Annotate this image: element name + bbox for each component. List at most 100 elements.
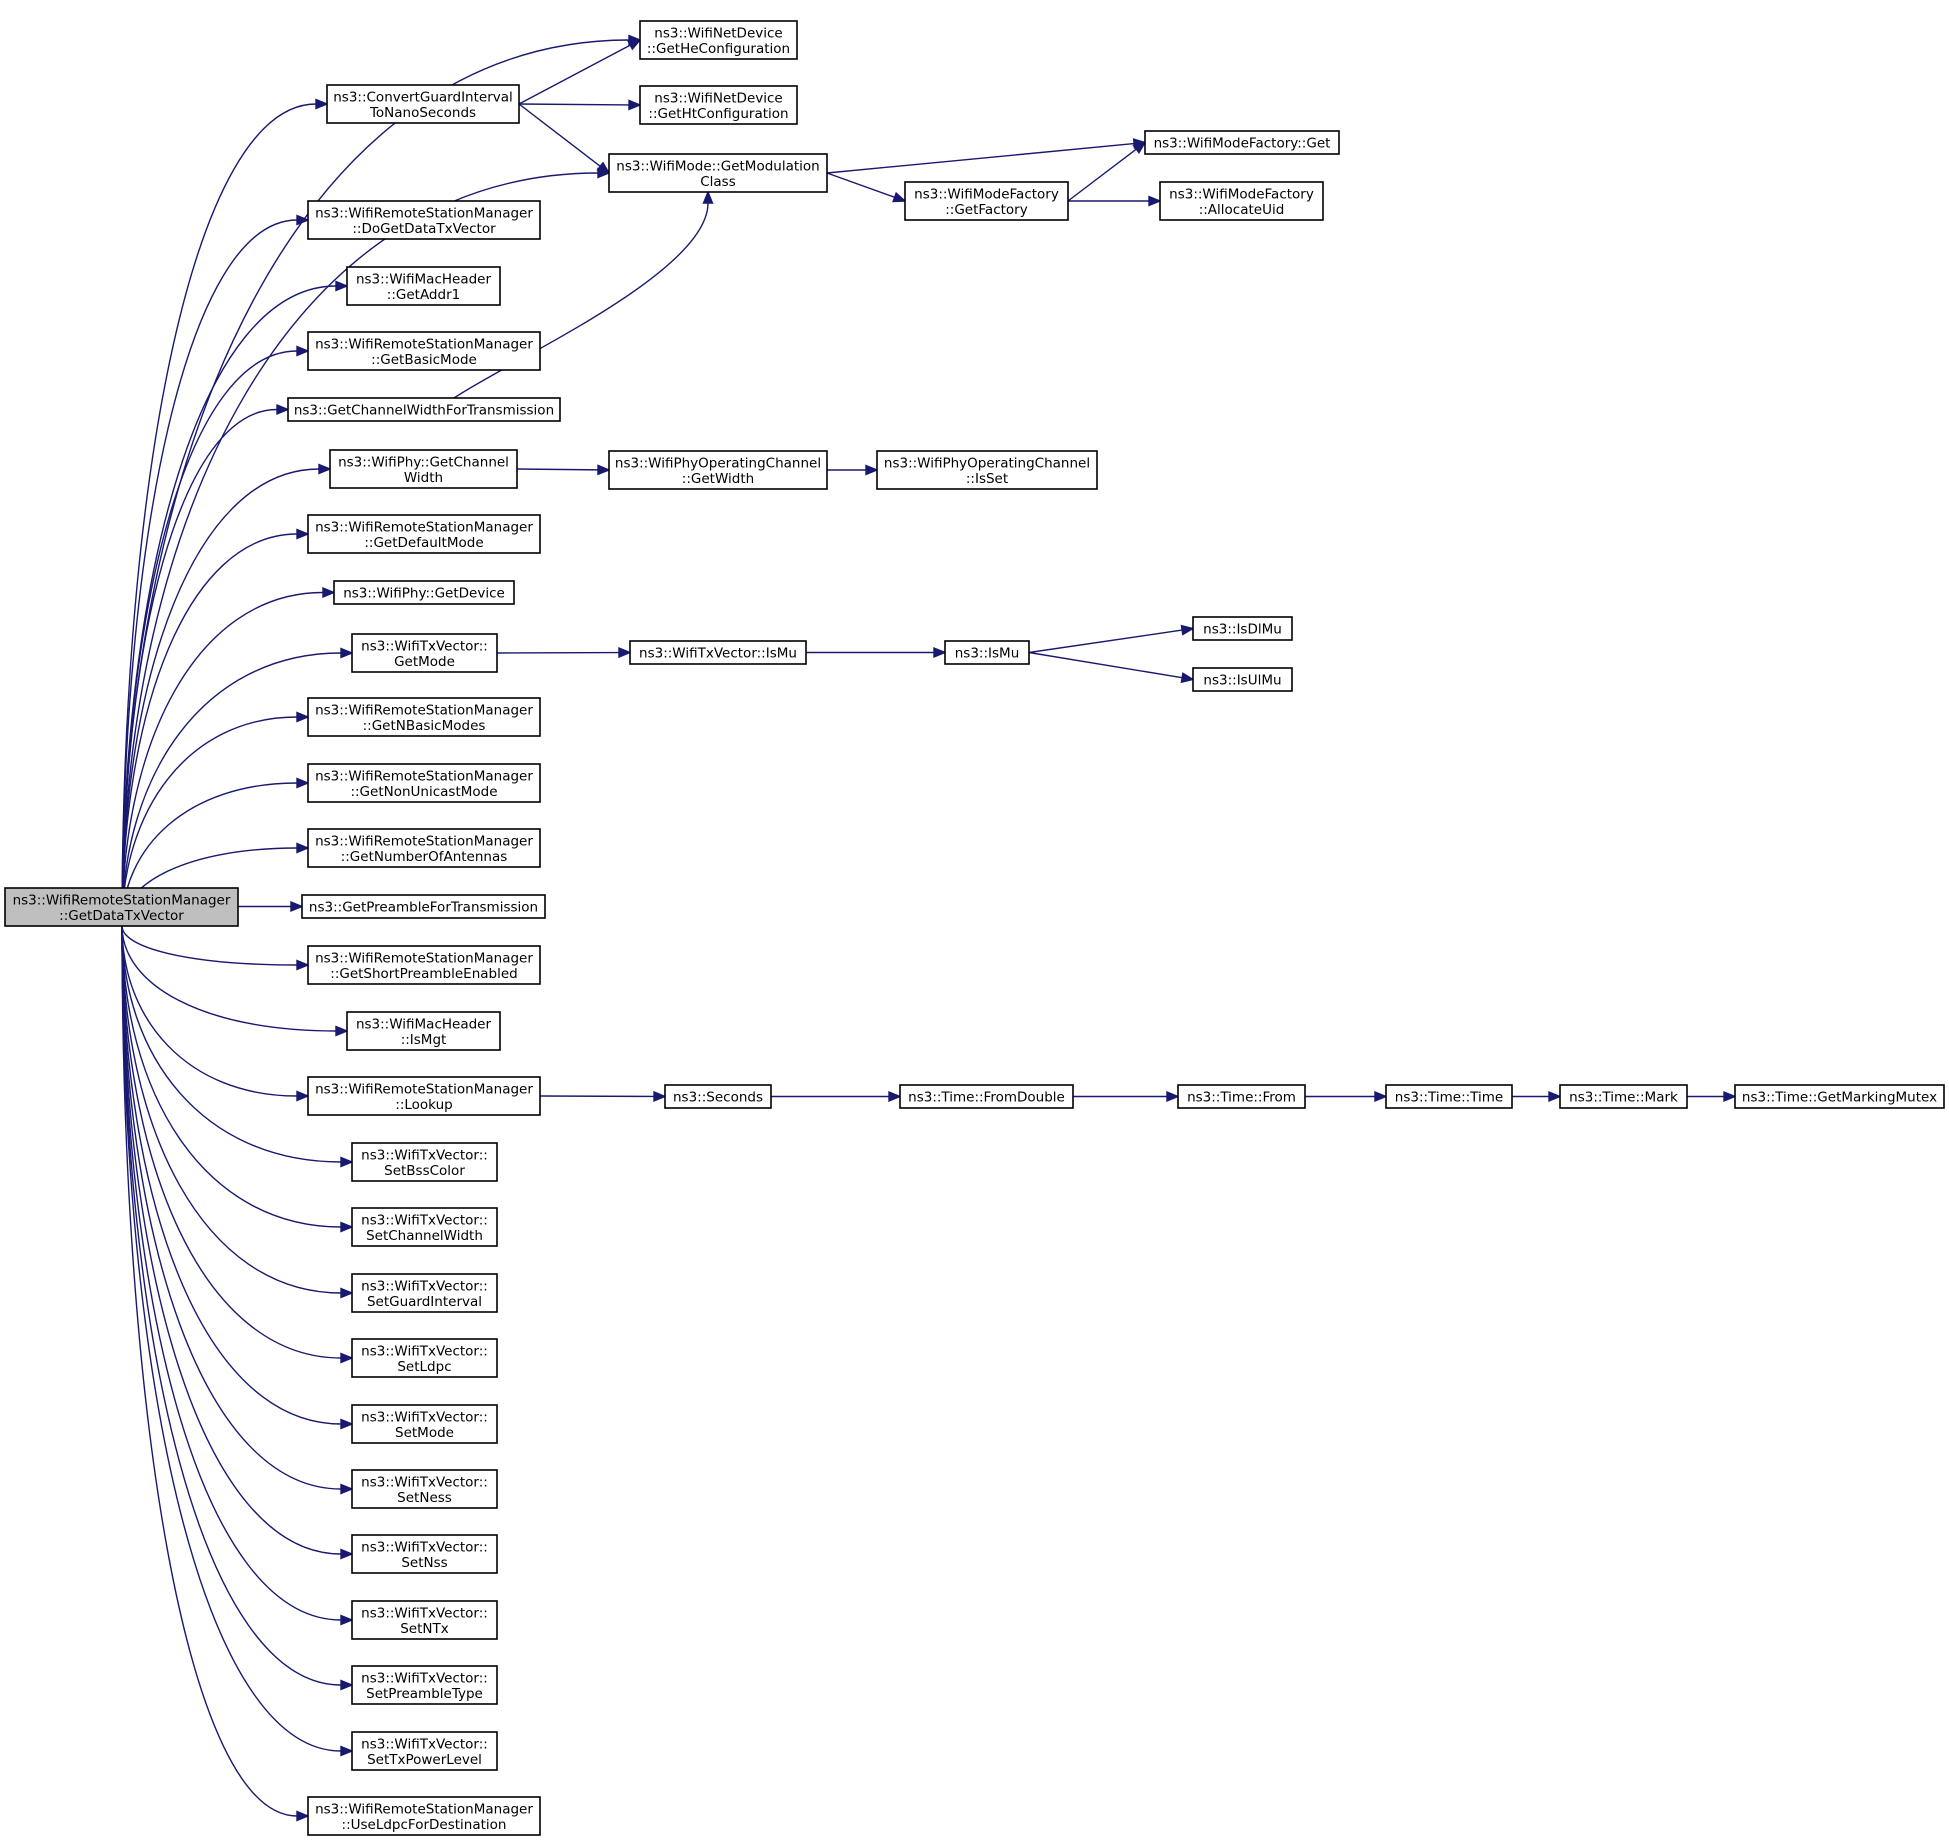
node-do-get-data-tx-vector[interactable]: ns3::WifiRemoteStationManager::DoGetData… [307,200,541,240]
node-is-ul-mu[interactable]: ns3::IsUlMu [1192,667,1293,692]
node-label: ns3::WifiModeFactory::Get [1154,136,1331,152]
node-box [351,1600,498,1640]
node-set-guard-interval[interactable]: ns3::WifiTxVector::SetGuardInterval [351,1273,498,1313]
node-op-ch-is-set[interactable]: ns3::WifiPhyOperatingChannel::IsSet [876,450,1098,490]
node-time-mark[interactable]: ns3::Time::Mark [1559,1084,1688,1109]
node-label: ns3::WifiRemoteStationManager [315,336,533,352]
node-box [326,84,520,124]
node-label: ::GetBasicMode [371,352,477,368]
node-box [307,945,541,985]
node-get-he-configuration[interactable]: ns3::WifiNetDevice::GetHeConfiguration [639,20,798,60]
node-box [351,1207,498,1247]
node-get-marking-mutex[interactable]: ns3::Time::GetMarkingMutex [1734,1084,1945,1109]
node-label: ::DoGetDataTxVector [352,221,496,237]
node-box [1177,1084,1306,1109]
node-get-nbasic-modes[interactable]: ns3::WifiRemoteStationManager::GetNBasic… [307,697,541,737]
node-label: ns3::WifiRemoteStationManager [315,950,533,966]
node-lookup[interactable]: ns3::WifiRemoteStationManager::Lookup [307,1076,541,1116]
node-box [307,1796,541,1836]
node-get-factory[interactable]: ns3::WifiModeFactory::GetFactory [904,181,1069,221]
node-label: SetBssColor [384,1163,465,1179]
edge-root-to-set-bss-color [121,925,354,1168]
node-set-tx-power-level[interactable]: ns3::WifiTxVector::SetTxPowerLevel [351,1731,498,1771]
node-get-ht-configuration[interactable]: ns3::WifiNetDevice::GetHtConfiguration [639,85,798,125]
node-label: ns3::WifiRemoteStationManager [315,768,533,784]
node-box [639,20,798,60]
node-label: ns3::Time::GetMarkingMutex [1742,1090,1937,1106]
node-from-double[interactable]: ns3::Time::FromDouble [899,1084,1074,1109]
node-is-mu[interactable]: ns3::IsMu [944,640,1030,665]
node-time-from[interactable]: ns3::Time::From [1177,1084,1306,1109]
edge-root-to-set-ntx [121,925,354,1626]
edge-root-to-phy-get-device [121,586,336,927]
node-set-ness[interactable]: ns3::WifiTxVector::SetNess [351,1469,498,1509]
node-set-mode[interactable]: ns3::WifiTxVector::SetMode [351,1404,498,1444]
node-box [351,1338,498,1378]
edge-root-to-do-get-data-tx-vector [121,214,310,927]
node-set-channel-width[interactable]: ns3::WifiTxVector::SetChannelWidth [351,1207,498,1247]
edge-get-modulation-class-to-factory-get [826,138,1147,174]
node-set-bss-color[interactable]: ns3::WifiTxVector::SetBssColor [351,1142,498,1182]
edge-root-to-set-ldpc [121,925,354,1364]
edge-root-to-is-mgt [121,925,349,1037]
edge-root-to-get-default-mode [121,528,310,927]
node-use-ldpc-for-destination[interactable]: ns3::WifiRemoteStationManager::UseLdpcFo… [307,1796,541,1836]
node-label: ns3::WifiRemoteStationManager [315,1801,533,1817]
edge-lookup-to-seconds [539,1090,667,1102]
node-box [307,331,541,371]
node-box [346,1011,501,1051]
node-set-preamble-type[interactable]: ns3::WifiTxVector::SetPreambleType [351,1665,498,1705]
node-op-ch-get-width[interactable]: ns3::WifiPhyOperatingChannel::GetWidth [608,450,828,490]
edge-root-to-get-basic-mode [121,345,310,927]
node-time-time[interactable]: ns3::Time::Time [1385,1084,1513,1109]
node-label: SetNss [401,1555,447,1571]
node-label: ns3::WifiNetDevice [654,90,782,106]
node-get-short-preamble-enabled[interactable]: ns3::WifiRemoteStationManager::GetShortP… [307,945,541,985]
node-get-basic-mode[interactable]: ns3::WifiRemoteStationManager::GetBasicM… [307,331,541,371]
node-get-default-mode[interactable]: ns3::WifiRemoteStationManager::GetDefaul… [307,514,541,554]
node-is-mgt[interactable]: ns3::WifiMacHeader::IsMgt [346,1011,501,1051]
node-phy-get-channel-width[interactable]: ns3::WifiPhy::GetChannelWidth [329,449,518,489]
node-box [351,1534,498,1574]
node-label: ::IsSet [966,471,1008,487]
edge-from-double-to-time-from [1073,1090,1180,1103]
node-label: SetGuardInterval [367,1294,482,1310]
node-seconds[interactable]: ns3::Seconds [664,1084,772,1109]
edge-convert-gi-to-get-he-configuration [518,39,642,105]
node-label: ::IsMgt [401,1032,447,1048]
node-set-nss[interactable]: ns3::WifiTxVector::SetNss [351,1534,498,1574]
edge-convert-gi-to-get-ht-configuration [518,99,642,111]
node-txv-get-mode[interactable]: ns3::WifiTxVector::GetMode [351,633,498,673]
edge-root-to-lookup [121,925,310,1102]
edges-layer [121,34,1737,1822]
node-label: ns3::WifiTxVector:: [361,1736,488,1752]
node-phy-get-device[interactable]: ns3::WifiPhy::GetDevice [333,580,515,605]
node-label: ns3::WifiPhyOperatingChannel [884,455,1090,471]
node-txv-is-mu[interactable]: ns3::WifiTxVector::IsMu [629,640,807,665]
node-label: ToNanoSeconds [369,105,476,121]
node-factory-get[interactable]: ns3::WifiModeFactory::Get [1144,130,1340,155]
node-set-ntx[interactable]: ns3::WifiTxVector::SetNTx [351,1600,498,1640]
node-label: ns3::IsUlMu [1203,673,1281,689]
node-label: ns3::WifiRemoteStationManager [315,1081,533,1097]
node-box [351,633,498,673]
node-get-addr1[interactable]: ns3::WifiMacHeader::GetAddr1 [346,266,501,306]
edge-seconds-to-from-double [771,1090,902,1103]
edge-root-to-convert-gi [121,98,329,927]
node-set-ldpc[interactable]: ns3::WifiTxVector::SetLdpc [351,1338,498,1378]
node-root[interactable]: ns3::WifiRemoteStationManager::GetDataTx… [4,887,239,927]
node-get-cwfor-tx[interactable]: ns3::GetChannelWidthForTransmission [287,397,561,422]
node-box [639,85,798,125]
node-label: ns3::WifiRemoteStationManager [315,519,533,535]
node-get-non-unicast-mode[interactable]: ns3::WifiRemoteStationManager::GetNonUni… [307,763,541,803]
node-label: ns3::WifiTxVector:: [361,1343,488,1359]
node-label: ns3::WifiMacHeader [356,271,492,287]
node-get-preamble-for-tx[interactable]: ns3::GetPreambleForTransmission [301,894,546,919]
node-get-number-of-antennas[interactable]: ns3::WifiRemoteStationManager::GetNumber… [307,828,541,868]
node-box [346,266,501,306]
node-is-dl-mu[interactable]: ns3::IsDlMu [1192,616,1293,641]
node-allocate-uid[interactable]: ns3::WifiModeFactory::AllocateUid [1159,181,1324,221]
node-label: ns3::WifiRemoteStationManager [315,833,533,849]
